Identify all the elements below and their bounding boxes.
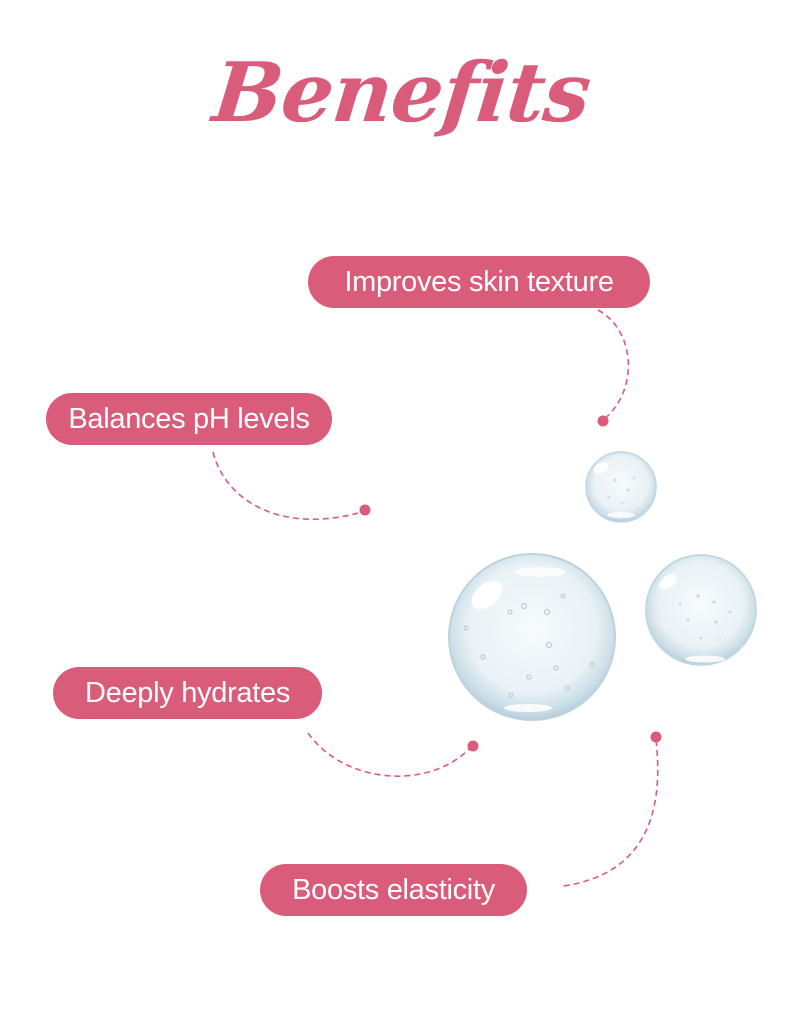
benefit-label: Deeply hydrates [84, 676, 291, 709]
benefit-pill-improves-texture: Improves skin texture [308, 256, 650, 308]
connector-balances-ph [212, 451, 363, 520]
connector-dot-icon [597, 415, 609, 427]
connector-boosts-elasticity [562, 739, 659, 887]
benefit-pill-boosts-elasticity: Boosts elasticity [260, 864, 527, 916]
connector-dot-icon [650, 731, 662, 743]
connector-dot-icon [467, 740, 479, 752]
benefit-pill-deeply-hydrates: Deeply hydrates [53, 667, 322, 719]
benefit-label: Balances pH levels [68, 402, 310, 435]
benefit-pill-balances-ph: Balances pH levels [46, 393, 332, 445]
benefit-label: Improves skin texture [344, 265, 614, 298]
droplet-small [585, 451, 657, 523]
connector-improves-texture [597, 309, 630, 421]
droplet-right [645, 554, 757, 666]
connector-deeply-hydrates [307, 732, 471, 777]
connector-dot-icon [359, 504, 371, 516]
water-droplets-icon [448, 451, 757, 721]
droplet-large [448, 553, 616, 721]
benefit-label: Boosts elasticity [292, 873, 495, 906]
